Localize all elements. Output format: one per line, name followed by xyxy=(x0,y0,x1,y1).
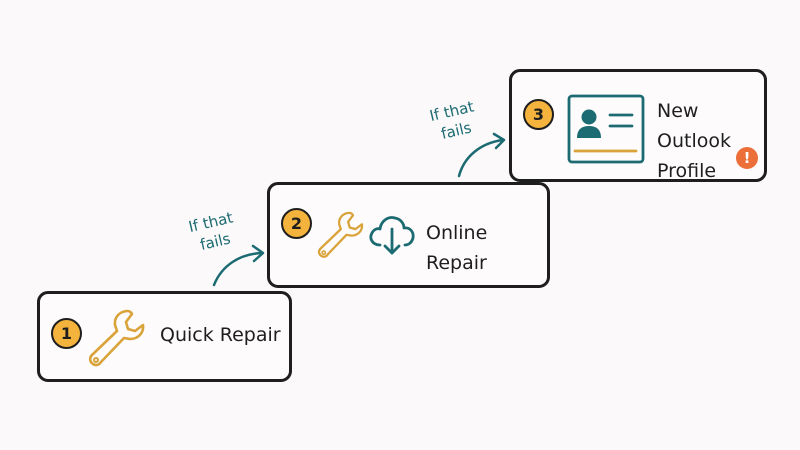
step-number-badge: 2 xyxy=(281,208,312,239)
step-label: New Outlook Profile xyxy=(657,96,764,186)
wrench-icon xyxy=(317,211,364,258)
cloud-download-icon xyxy=(369,216,415,255)
step-card-online-repair: 2 Online Repair xyxy=(267,182,550,288)
connector-arrow-1 xyxy=(212,251,264,287)
step-label-line2: Profile xyxy=(657,160,717,182)
step-card-new-outlook-profile: 3 New Outlook Profile ! xyxy=(509,69,767,182)
step-number-badge: 1 xyxy=(51,318,82,349)
step-label: Online Repair xyxy=(426,222,488,274)
warning-icon: ! xyxy=(736,147,758,169)
step-label: Quick Repair xyxy=(160,324,281,346)
step-label-line1: New Outlook xyxy=(657,100,731,152)
wrench-icon xyxy=(88,309,145,367)
profile-card-icon xyxy=(567,94,645,164)
connector-arrow-2-head xyxy=(492,132,506,150)
connector-arrow-2 xyxy=(457,138,505,178)
step-card-quick-repair: 1 Quick Repair xyxy=(37,291,292,382)
step-number-badge: 3 xyxy=(523,99,554,130)
connector-arrow-1-head xyxy=(251,244,265,263)
